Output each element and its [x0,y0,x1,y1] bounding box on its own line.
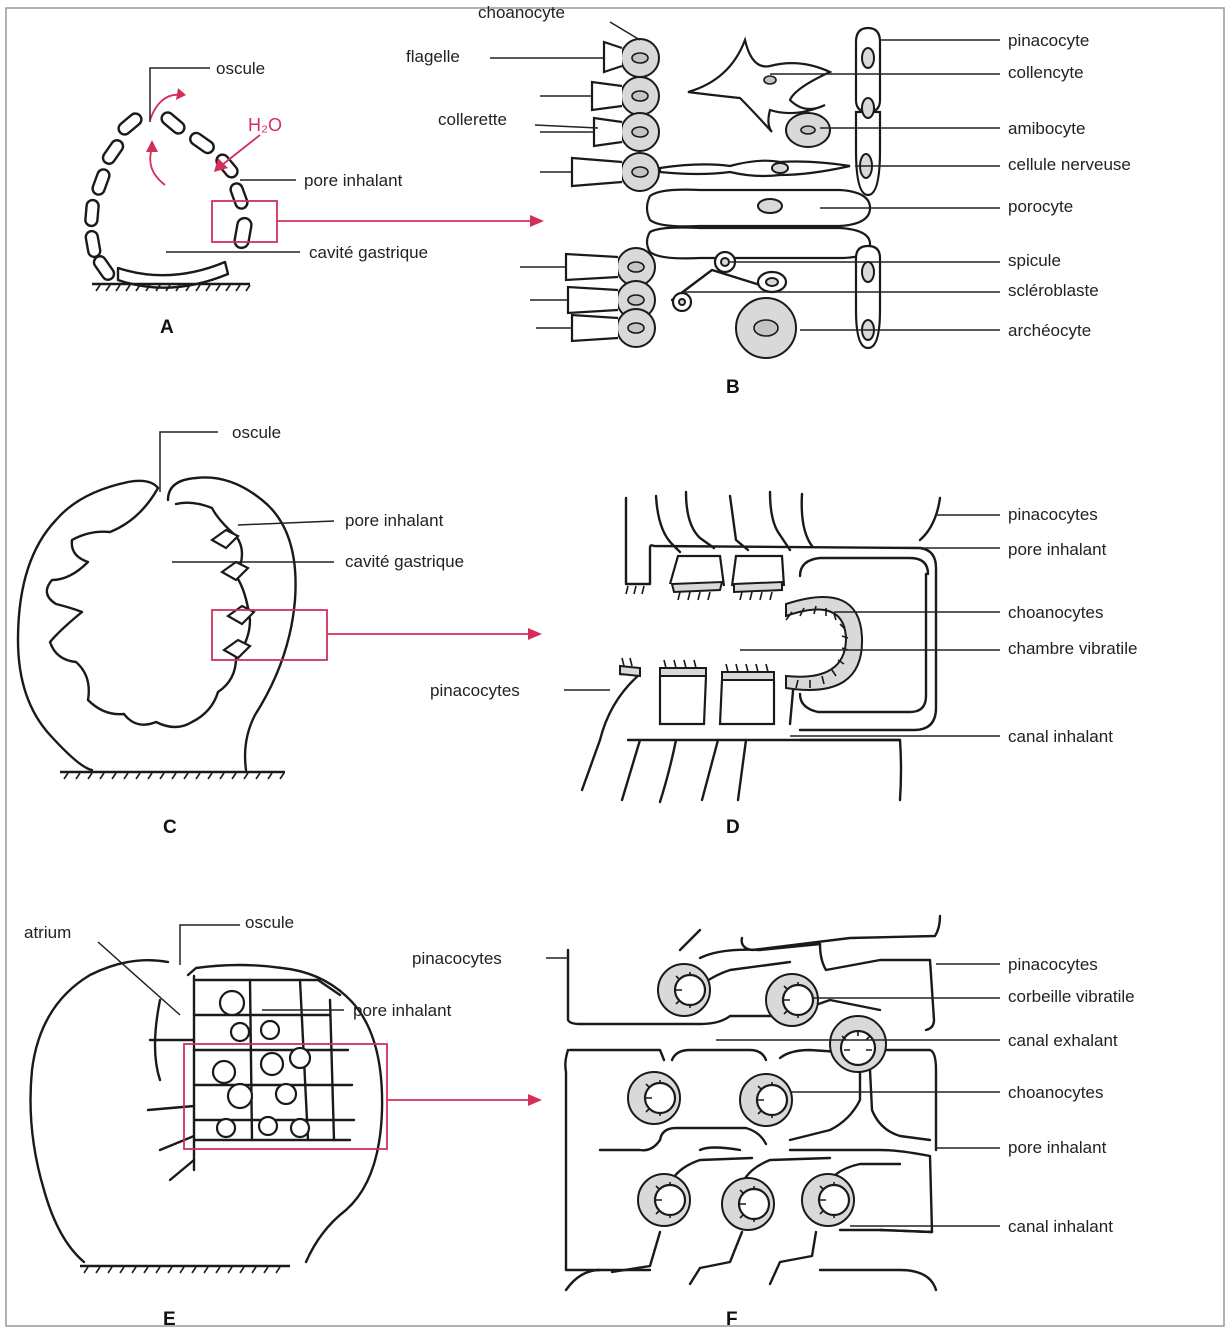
label-pinacocyte: pinacocyte [1008,31,1089,50]
panel-e: atrium oscule pore inhalant E [24,913,542,1329]
pinacocyte-column [856,28,880,348]
label-canal-d: canal inhalant [1008,727,1113,746]
water-label: H₂O [248,115,282,135]
label-pore-e: pore inhalant [353,1001,452,1020]
basket [722,1178,774,1230]
ground-hatching [84,1267,280,1273]
panel-d: pinacocytes pore inhalant choanocytes ch… [430,492,1137,838]
zoom-arrow-icon [528,628,542,640]
panel-f: pinacocytes pinacocytes corbeille vibrat… [412,916,1135,1329]
label-amibocyte: amibocyte [1008,119,1085,138]
choanocytes-lower [520,248,655,347]
panel-c: oscule pore inhalant cavité gastrique C [18,423,542,838]
label-corbeille: corbeille vibratile [1008,987,1135,1006]
label-oscule-e: oscule [245,913,294,932]
label-scleroblaste: scléroblaste [1008,281,1099,300]
label-pore-d: pore inhalant [1008,540,1107,559]
label-choanocytes-d: choanocytes [1008,603,1103,622]
syconoid-outer-wall [18,477,296,770]
panel-letter-a: A [160,317,174,338]
label-cavity-a: cavité gastrique [309,243,428,262]
choanocytes-upper [540,39,659,191]
label-inhalant-f: canal inhalant [1008,1217,1113,1236]
label-exhalant: canal exhalant [1008,1031,1118,1050]
label-pinacocytes-f-right: pinacocytes [1008,955,1098,974]
label-archeocyte: archéocyte [1008,321,1091,340]
label-nerve-cell: cellule nerveuse [1008,155,1131,174]
nerve-cell [660,161,850,176]
label-pinacocytes-d-left: pinacocytes [430,681,520,700]
label-cavity-c: cavité gastrique [345,552,464,571]
tissue-outline-d [582,492,940,802]
label-atrium: atrium [24,923,71,942]
vibratile-chamber-choanocytes [786,597,862,690]
basket [658,964,710,1016]
zoom-arrow-icon [528,1094,542,1106]
label-choanocyte: choanocyte [478,3,565,22]
panel-a: H₂O oscule pore inhalant cavité gastriqu… [85,59,544,338]
label-spicule: spicule [1008,251,1061,270]
label-flagelle: flagelle [406,47,460,66]
basket [740,1074,792,1126]
label-pore-a: pore inhalant [304,171,403,190]
panel-letter-f: F [726,1309,738,1329]
label-oscule-c: oscule [232,423,281,442]
label-pinacocytes-f-left: pinacocytes [412,949,502,968]
label-pore-c: pore inhalant [345,511,444,530]
label-chamber-d: chambre vibratile [1008,639,1137,658]
label-pore-f: pore inhalant [1008,1138,1107,1157]
label-oscule-a: oscule [216,59,265,78]
panel-letter-d: D [726,817,740,838]
flagellated-chambers-e [213,991,310,1137]
zoom-arrow-icon [530,215,544,227]
ground-hatching [64,773,284,779]
panel-letter-b: B [726,377,740,398]
basket [638,1174,690,1226]
basket [628,1072,680,1124]
panel-letter-c: C [163,817,177,838]
basket [766,974,818,1026]
label-pinacocytes-d-right: pinacocytes [1008,505,1098,524]
label-choanocytes-f: choanocytes [1008,1083,1103,1102]
label-collencyte: collencyte [1008,63,1084,82]
panel-letter-e: E [163,1309,176,1329]
label-porocyte: porocyte [1008,197,1073,216]
basket [830,1016,886,1072]
syconoid-inner-wall [47,488,250,727]
panel-b: choanocyte flagelle collerette pinacocyt… [406,3,1131,398]
basket [802,1174,854,1226]
asconoid-wall [85,110,253,288]
label-collerette: collerette [438,110,507,129]
